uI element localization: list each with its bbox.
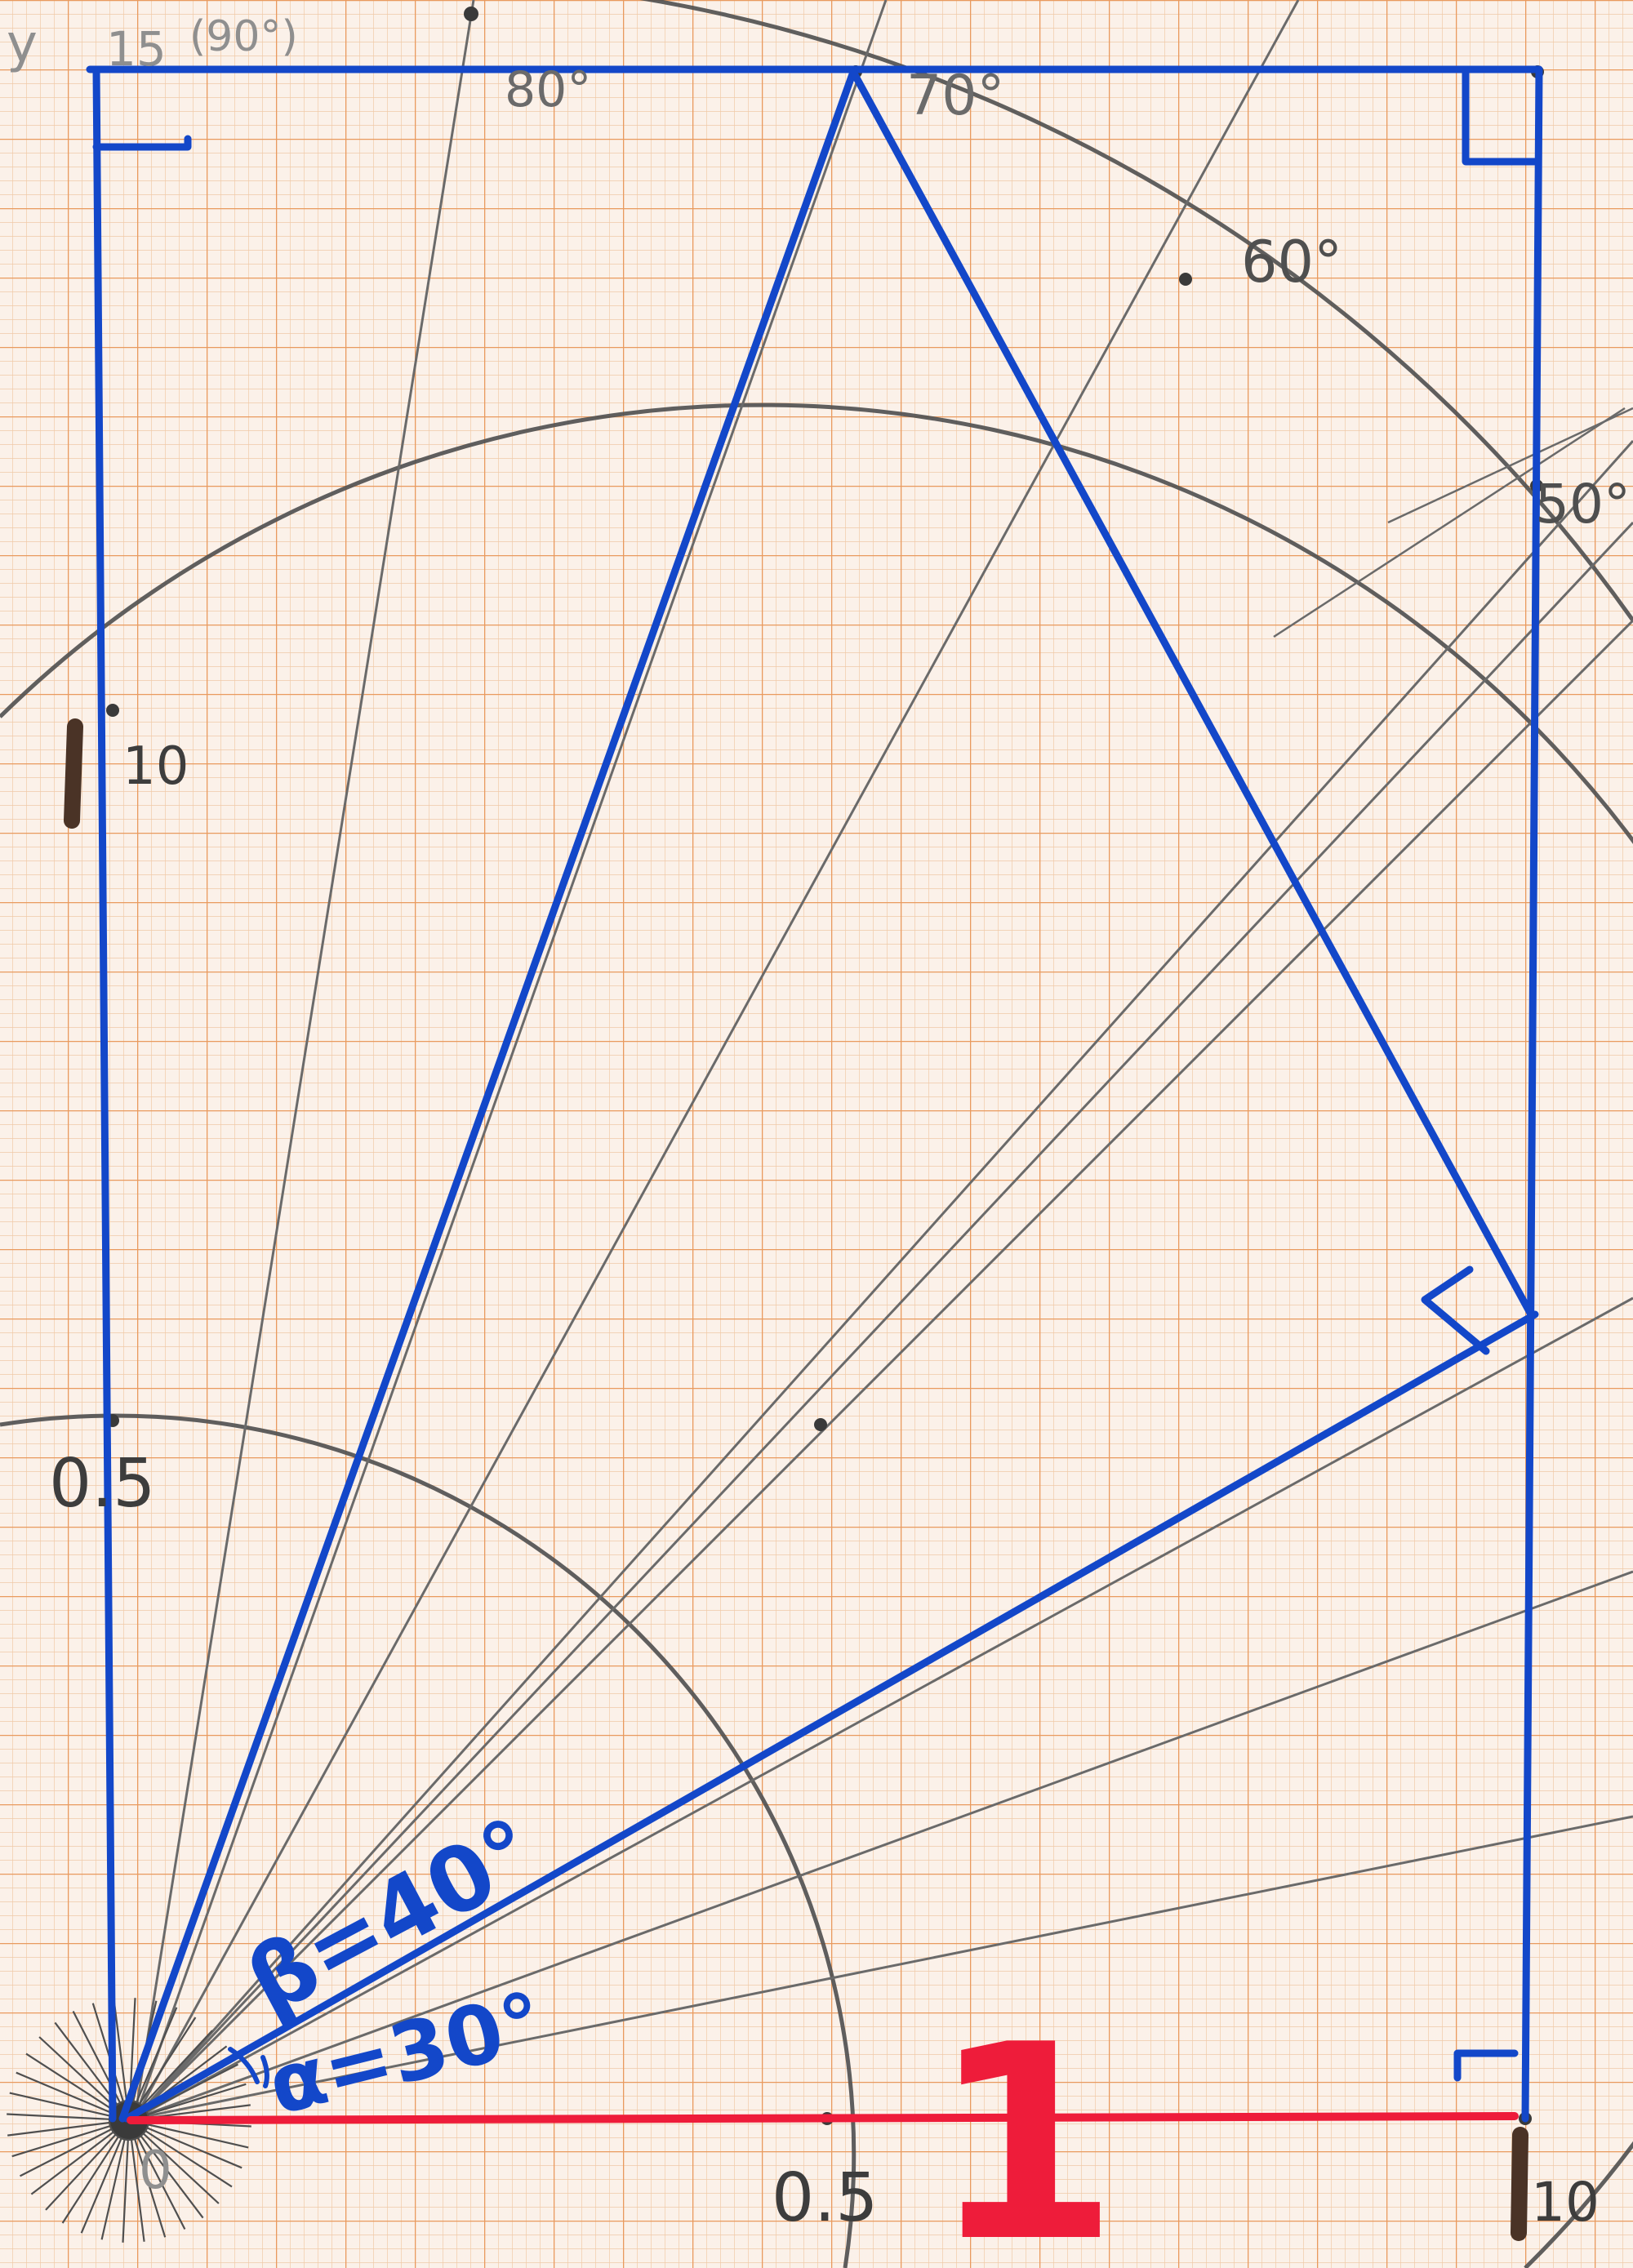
angle-70-label: 70°: [906, 64, 1005, 128]
x-end-value-label: 10: [1531, 2171, 1600, 2234]
ray-30-line: [122, 1310, 1539, 2123]
pencil-rays: [133, 0, 1633, 2120]
x-mid-value-label: 0.5: [772, 2159, 878, 2237]
ray-48: [133, 521, 1633, 2120]
y-low-value-label: 0.5: [49, 1445, 155, 1523]
ray-80: [133, 0, 475, 2119]
angle-arc-beta: [228, 2047, 260, 2084]
ray-20: [134, 1570, 1633, 2120]
tick-x-10: [1511, 2127, 1528, 2241]
ray-60: [133, 0, 1300, 2119]
right-angle-top-right: [1462, 65, 1542, 166]
angle-60-label: 60°: [1241, 229, 1342, 296]
y-top-angle-label: (90°): [189, 12, 298, 61]
arc-large: [639, 0, 1633, 622]
ray-35: [134, 1296, 1633, 2120]
right-angle-slant: [1421, 1265, 1490, 1355]
slant-line: [849, 68, 1535, 1319]
ray-70-line: [118, 68, 857, 2123]
y-axis-line: [92, 65, 117, 2123]
marker-ticks: [64, 718, 1528, 2241]
angle-arc-alpha: [260, 2055, 269, 2088]
arc-small: [0, 1413, 857, 2268]
point-80: [464, 7, 478, 21]
y-mid-value-label: 10: [122, 736, 189, 797]
unit-label: 1: [931, 1987, 1119, 2268]
ray-12: [134, 1815, 1633, 2120]
point-10-y: [106, 704, 119, 717]
tick-y-10: [64, 718, 83, 829]
point-mid: [814, 1418, 827, 1431]
red-unit-segment: [127, 2112, 1519, 2124]
right-angle-bottom-right: [1453, 2049, 1519, 2082]
ray-45: [133, 619, 1633, 2120]
point-60: [1179, 273, 1192, 286]
blue-construction: [86, 65, 1543, 2123]
angle-50-label: 50°: [1535, 473, 1631, 536]
angle-80-label: 80°: [505, 61, 591, 118]
ray-75: [133, 0, 888, 2119]
y-axis-label: y: [7, 14, 38, 74]
right-angle-top-left: [92, 135, 192, 151]
ray-50: [133, 440, 1633, 2119]
origin-label: 0: [139, 2141, 172, 2201]
right-edge-line: [1521, 65, 1543, 2123]
ray-60-extension: [1273, 407, 1626, 638]
ray-50-extension: [1387, 407, 1633, 524]
y-top-value-label: 15: [106, 21, 167, 77]
